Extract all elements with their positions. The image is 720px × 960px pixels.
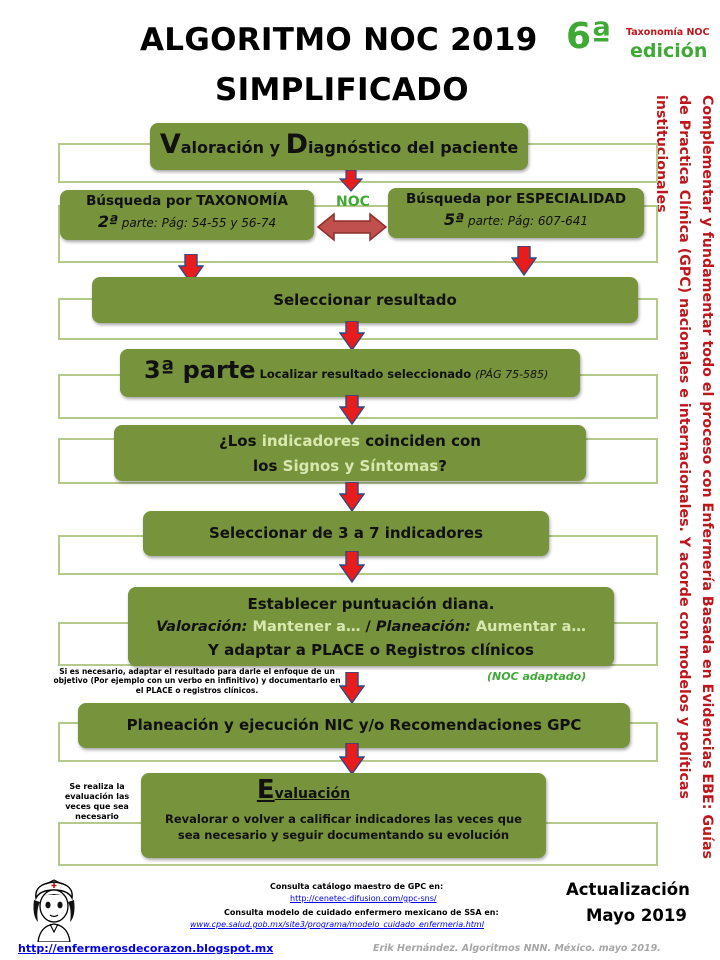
edition-label: edición [630,40,708,62]
seleccionar-box: Seleccionar resultado [92,277,638,323]
tercera-text: Localizar resultado seleccionado [255,367,476,381]
side-evidence-text: Complementar y fundamentar todo el proce… [653,95,715,859]
credit: Erik Hernández. Algoritmos NNN. México. … [373,943,661,954]
diana-planeacion: Planeación: [375,619,471,635]
update-label: Actualización [566,880,690,899]
update-date: Mayo 2019 [586,906,687,925]
valoracion-d: D [285,129,309,160]
evaluacion-e: E [256,775,275,805]
gpc-label: Consulta catálogo maestro de GPC en: [270,882,444,891]
title-line1: ALGORITMO NOC 2019 [140,22,538,58]
especialidad-part: 5ª [443,210,465,229]
diana-valoracion: Valoración: [156,619,248,635]
adapt-note: Si es necesario, adaptar el resultado pa… [53,667,341,695]
arrow-down-right [511,246,537,276]
ssa-link[interactable]: www.cpe.salud.gob.mx/site3/programa/mode… [190,920,484,929]
edition-number: 6ª [566,16,612,57]
planeacion-text: Planeación y ejecución NIC y/o Recomenda… [126,716,582,734]
evaluacion-desc: Revalorar o volver a calificar indicador… [165,812,522,842]
especialidad-pages: parte: Pág: 607-641 [464,214,589,228]
arrow-down-7 [339,743,365,775]
tercera-box: 3ª parte Localizar resultado seleccionad… [120,349,580,397]
noc-adaptado: (NOC adaptado) [487,670,587,683]
title-line2: SIMPLIFICADO [215,72,469,108]
diana-line3: Y adaptar a PLACE o Registros clínicos [208,641,534,659]
especialidad-label: Búsqueda por ESPECIALIDAD [405,191,627,207]
indicadores-q2: coinciden con [360,432,481,450]
sintomas-highlight: Síntomas [359,457,439,475]
taxonomia-pages: parte: Pág: 54-55 y 56-74 [117,216,277,230]
arrow-down-4 [339,482,365,512]
diana-line1: Establecer puntuación diana. [247,595,495,613]
valoracion-box: Valoración y Diagnóstico del paciente [150,123,528,170]
nurse-illustration [33,879,75,942]
arrow-down-5 [339,551,365,583]
ssa-label: Consulta modelo de cuidado enfermero mex… [224,908,499,917]
valoracion-text-2: iagnóstico del paciente [308,138,519,157]
arrow-down-2 [339,321,365,351]
indicadores-q1: ¿Los [219,432,262,450]
edition-tax-label: Taxonomía NOC [626,27,710,38]
taxonomia-box: Búsqueda por TAXONOMÍA 2ª parte: Pág: 54… [60,190,314,240]
seleccionar-ind-box: Seleccionar de 3 a 7 indicadores [143,511,549,556]
diana-mantener: Mantener a… [247,619,361,635]
frame-busqueda [58,205,658,263]
eval-note: Se realiza la evaluación las veces que s… [64,782,130,821]
seleccionar-ind-text: Seleccionar de 3 a 7 indicadores [209,524,483,542]
evaluacion-rest: valuación [274,786,351,802]
indicadores-box: ¿Los indicadores coinciden con los Signo… [114,425,586,481]
diana-slash: / [360,619,376,635]
arrow-down-6 [339,672,365,704]
especialidad-box: Búsqueda por ESPECIALIDAD 5ª parte: Pág:… [388,188,644,238]
diana-box: Establecer puntuación diana. Valoración:… [128,587,614,666]
indicadores-q4: ? [438,457,447,475]
valoracion-text-1: aloración y [180,138,286,157]
evaluacion-box: Evaluación Revalorar o volver a califica… [141,773,546,858]
arrow-down-1 [339,170,363,192]
tercera-big: 3ª parte [144,356,256,384]
diana-aumentar: Aumentar a… [470,619,586,635]
planeacion-box: Planeación y ejecución NIC y/o Recomenda… [78,703,630,748]
tercera-page: (PÁG 75-585) [475,368,549,381]
arrow-down-left [178,254,204,284]
seleccionar-text: Seleccionar resultado [273,291,457,309]
blog-link[interactable]: http://enfermerosdecorazon.blogspot.mx [18,942,274,955]
signos-highlight: Signos [282,457,340,475]
valoracion-v: V [159,129,181,160]
taxonomia-label: Búsqueda por TAXONOMÍA [86,193,288,209]
indicadores-q3: los [253,457,283,475]
indicadores-highlight: indicadores [261,432,360,450]
noc-label: NOC [336,194,370,210]
signos-y: y [339,457,360,475]
taxonomia-part: 2ª [97,212,118,231]
double-arrow [316,212,388,242]
gpc-link[interactable]: http://cenetec-difusion.com/gpc-sns/ [290,894,437,903]
arrow-down-3 [339,395,365,425]
